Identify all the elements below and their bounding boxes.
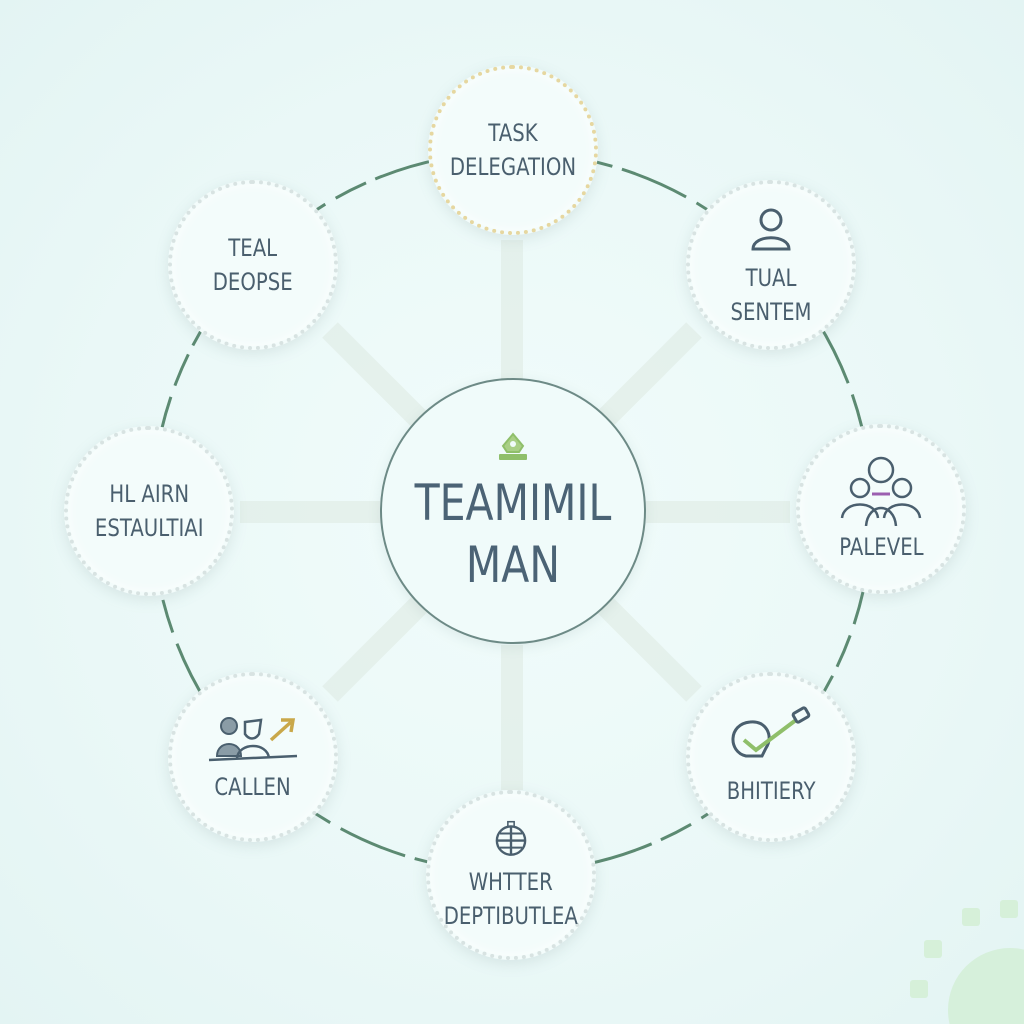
- check-tool-icon: [731, 706, 811, 758]
- node-task-delegation[interactable]: TASK DELEGATION: [428, 65, 598, 235]
- node-callen[interactable]: CALLEN: [168, 672, 338, 842]
- node-teal-deopse[interactable]: TEAL DEOPSE: [168, 180, 338, 350]
- node-hl-airn[interactable]: HL AIRN ESTAULTIAI: [64, 426, 234, 596]
- node-palevel[interactable]: PALEVEL: [796, 424, 966, 594]
- user-icon: [751, 208, 791, 251]
- center-hub[interactable]: TEAMIMIL MAN: [380, 378, 646, 644]
- node-label: PALEVEL: [838, 533, 924, 561]
- node-tual-sentem[interactable]: TUAL SENTEM: [686, 180, 856, 350]
- decorative-sun-icon: [910, 900, 1024, 1024]
- node-label: TASK DELEGATION: [449, 119, 577, 181]
- node-label: BHITIERY: [726, 777, 816, 805]
- node-label: TEAL DEOPSE: [213, 234, 293, 296]
- node-label: CALLEN: [214, 773, 292, 801]
- node-label: WHTTER DEPTIBUTLEA: [443, 868, 579, 930]
- node-label: HL AIRN ESTAULTIAI: [94, 480, 204, 542]
- group-icon: [840, 456, 922, 526]
- people-arrow-icon: [208, 717, 298, 762]
- globe-icon: [495, 820, 527, 856]
- crown-badge-icon: [499, 432, 527, 460]
- node-bhitiery[interactable]: BHITIERY: [686, 672, 856, 842]
- background-spokes: [240, 240, 790, 790]
- node-whtter-deptibutlea[interactable]: WHTTER DEPTIBUTLEA: [426, 790, 596, 960]
- center-title: TEAMIMIL MAN: [414, 474, 612, 594]
- node-label: TUAL SENTEM: [730, 264, 812, 326]
